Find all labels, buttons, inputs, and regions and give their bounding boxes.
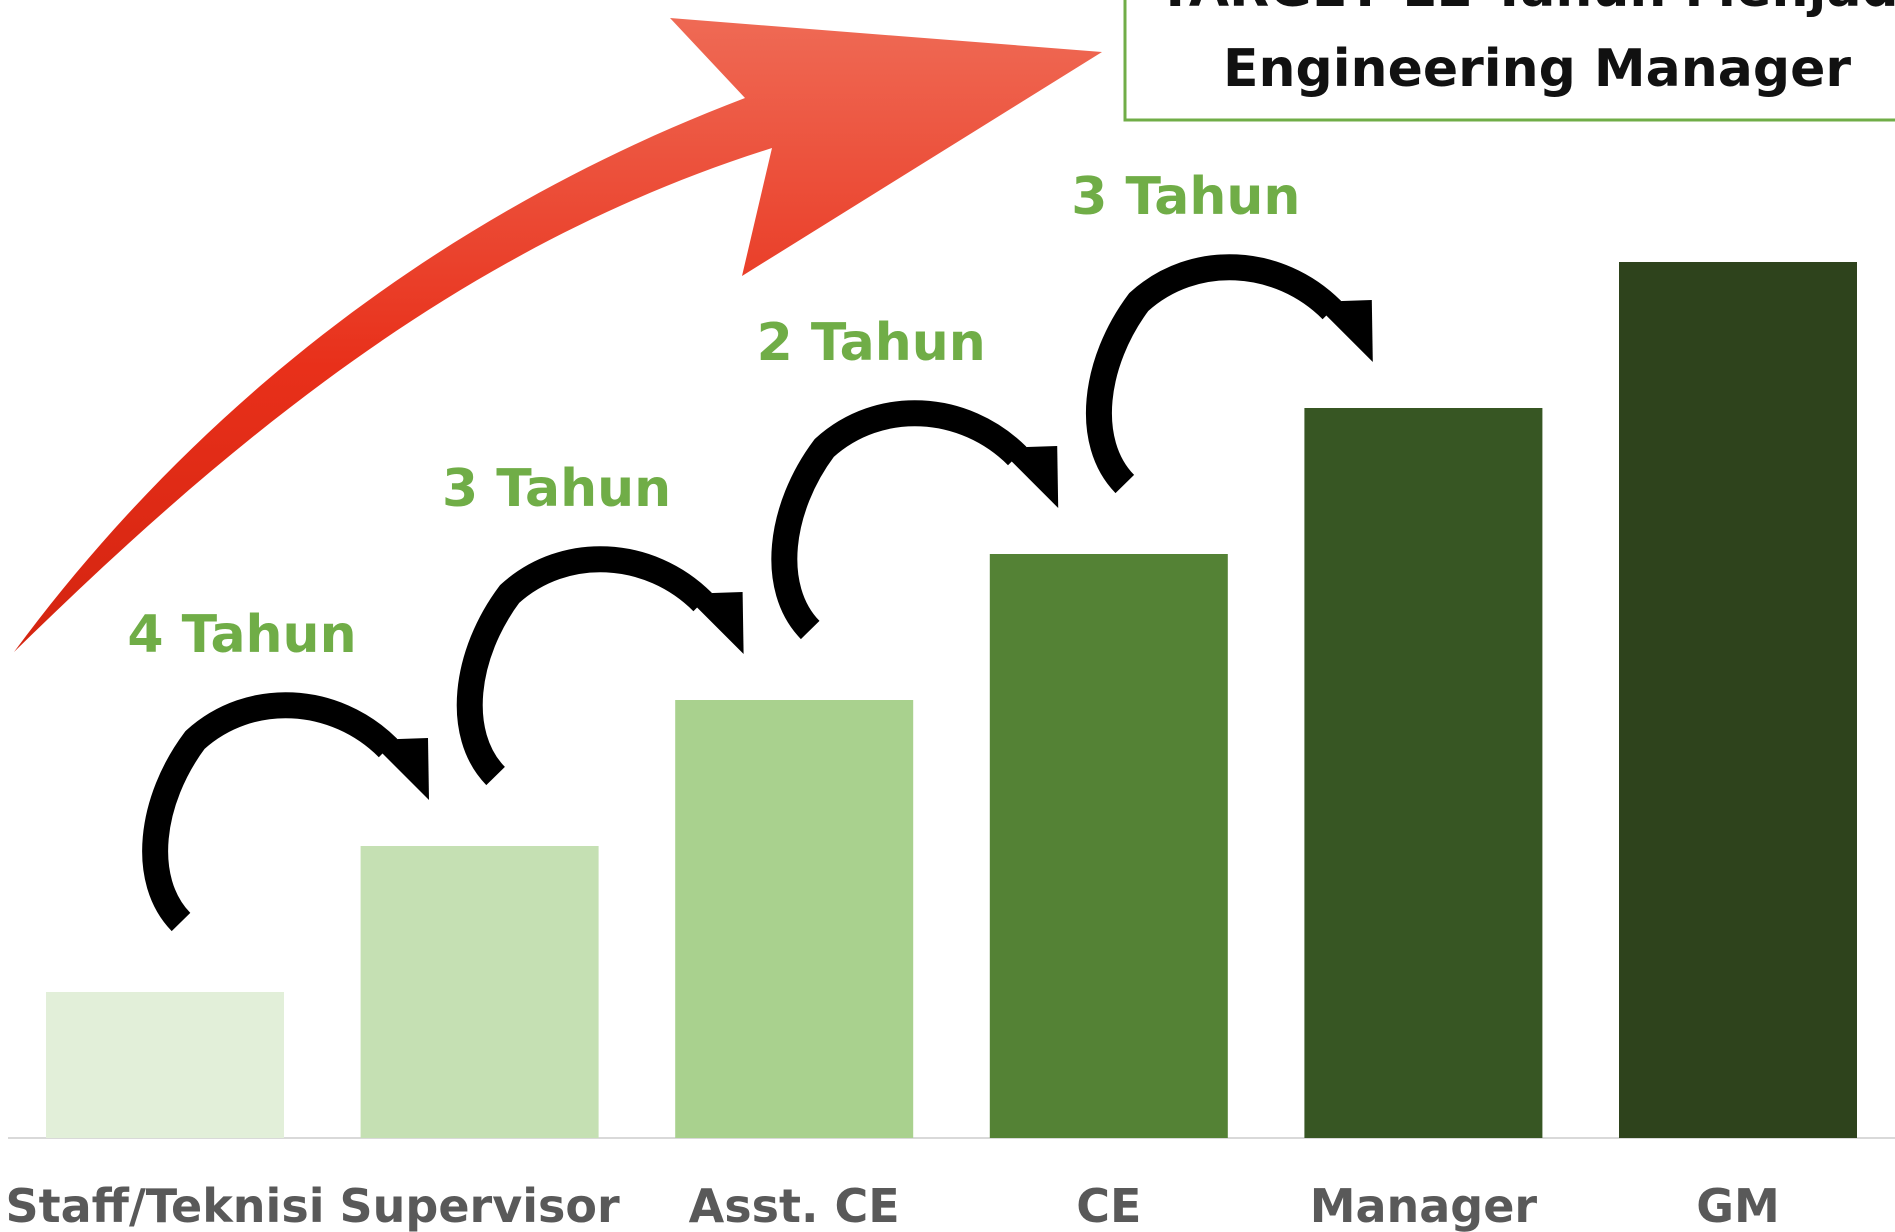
target-box: TARGET 12 Tahun Menjadi Engineering Mana… bbox=[1123, 0, 1895, 122]
target-box-frame bbox=[1123, 0, 1895, 122]
category-label-manager: Manager bbox=[1310, 1179, 1538, 1232]
bar-staff-teknisi bbox=[46, 992, 284, 1138]
hop-arrow-1 bbox=[142, 692, 429, 932]
category-label-ce: CE bbox=[1076, 1179, 1141, 1232]
hop-arrow-arc bbox=[142, 692, 398, 932]
big-rising-arrow bbox=[14, 18, 1102, 652]
hop-arrow-head bbox=[998, 446, 1059, 508]
hop-arrow-arc bbox=[456, 546, 712, 786]
duration-label-3: 2 Tahun bbox=[757, 313, 986, 373]
hop-arrows-group bbox=[142, 254, 1373, 932]
category-label-gm: GM bbox=[1696, 1179, 1780, 1232]
category-label-supervisor: Supervisor bbox=[340, 1179, 620, 1232]
hop-arrow-head bbox=[369, 738, 429, 800]
bar-asst-ce bbox=[675, 700, 914, 1138]
category-labels-group: Staff/Teknisi Supervisor Asst. CE CE Manager… bbox=[6, 1179, 1780, 1232]
duration-labels-group: 4 Tahun 3 Tahun 2 Tahun 3 Tahun bbox=[127, 167, 1300, 665]
bars-group bbox=[46, 262, 1857, 1138]
bar-gm bbox=[1619, 262, 1857, 1138]
category-label-staff-teknisi: Staff/Teknisi bbox=[6, 1179, 325, 1232]
duration-label-2: 3 Tahun bbox=[442, 459, 671, 519]
bar-ce bbox=[989, 554, 1228, 1138]
bar-manager bbox=[1304, 408, 1543, 1138]
bar-supervisor bbox=[360, 846, 599, 1138]
hop-arrow-arc bbox=[1086, 254, 1341, 494]
target-line-1: TARGET 12 Tahun Menjadi bbox=[1158, 0, 1895, 19]
target-line-2: Engineering Manager bbox=[1223, 39, 1851, 99]
hop-arrow-2 bbox=[456, 546, 744, 786]
duration-label-1: 4 Tahun bbox=[127, 605, 356, 665]
hop-arrow-head bbox=[683, 592, 744, 654]
category-label-asst-ce: Asst. CE bbox=[689, 1179, 900, 1232]
hop-arrow-4 bbox=[1086, 254, 1373, 494]
hop-arrow-arc bbox=[771, 400, 1027, 640]
hop-arrow-head bbox=[1312, 300, 1373, 362]
hop-arrow-3 bbox=[771, 400, 1059, 640]
duration-label-4: 3 Tahun bbox=[1071, 167, 1300, 227]
